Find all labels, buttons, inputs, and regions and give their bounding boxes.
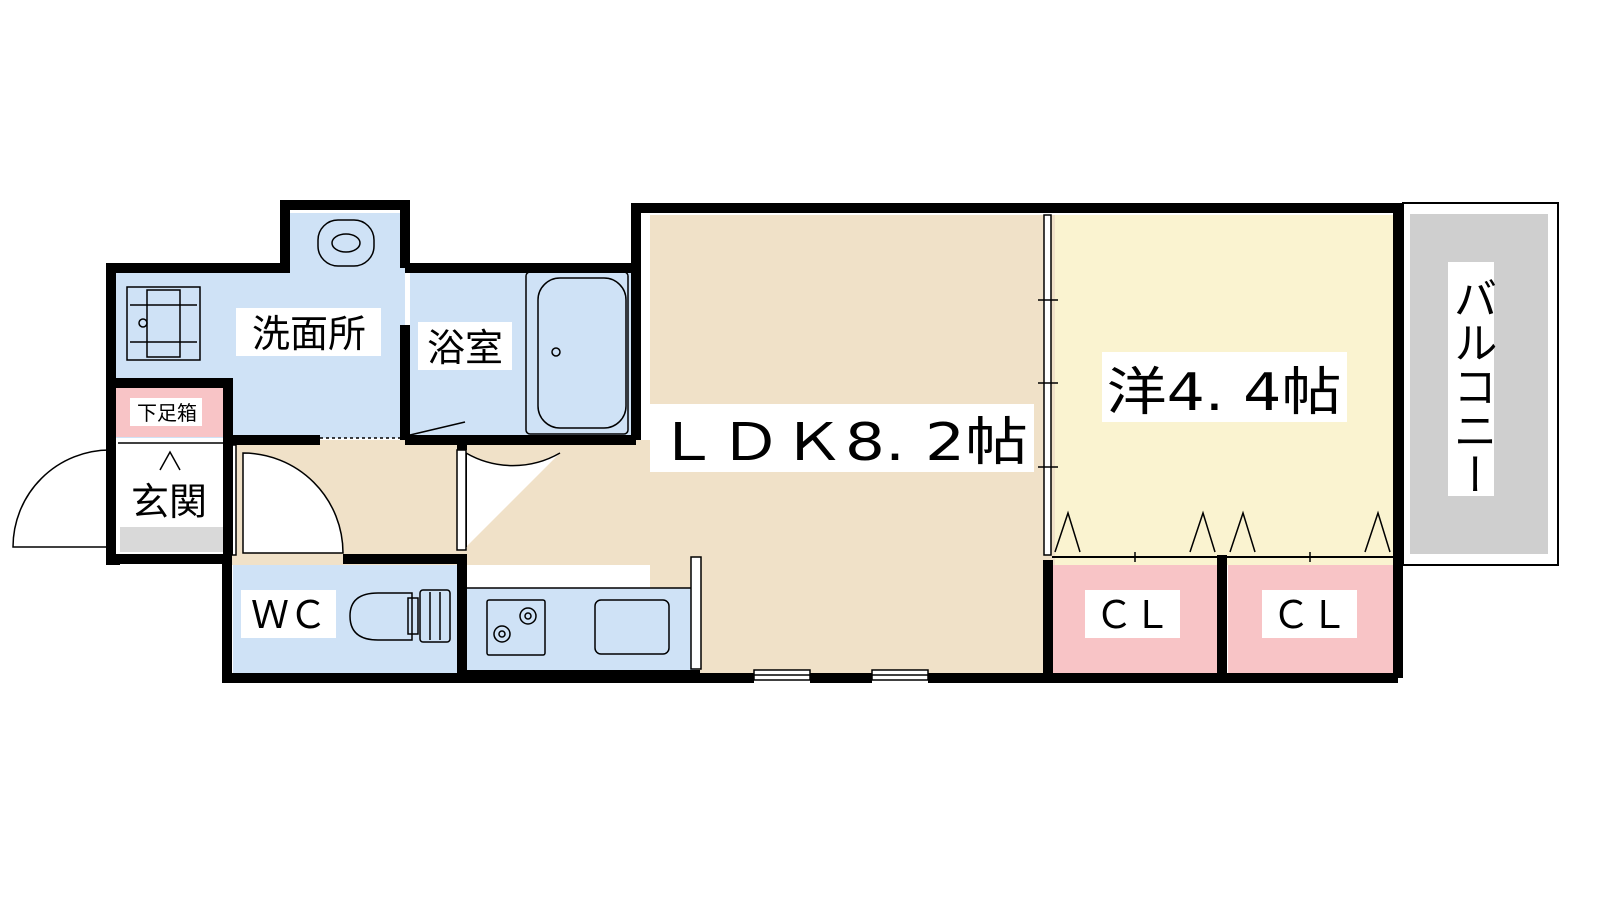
closet-door [1189, 510, 1216, 553]
walls [106, 200, 1403, 683]
shoe-cabinet-wall [111, 378, 233, 440]
burner-icon [519, 607, 537, 625]
bathtub-inner [537, 277, 627, 429]
washroom-label: 洗面所 [252, 312, 366, 356]
closet-door [1229, 510, 1256, 553]
washing-machine-pan [126, 286, 201, 361]
room-labels: ＬＤＫ8. 2帖 洋4. 4帖 バルコニー 洗面所 浴室 玄関 下足箱 ＷＣ Ｃ… [131, 276, 1497, 637]
closet-door [1364, 510, 1391, 553]
washbasin [317, 219, 375, 267]
toilet-door [242, 452, 344, 554]
toilet-tank [419, 589, 451, 643]
entrance-door [12, 449, 111, 548]
closet-door [1054, 510, 1081, 553]
kitchen-floor [466, 588, 696, 673]
closet-2-label: ＣＬ [1272, 593, 1348, 637]
washbasin-bowl [331, 233, 361, 253]
ldk-door [465, 451, 561, 547]
entrance-label: 玄関 [131, 480, 207, 524]
bathroom-label: 浴室 [427, 326, 503, 370]
burner-icon [493, 625, 511, 643]
fixtures [12, 211, 1404, 681]
toilet-wall [343, 554, 467, 678]
label-backgrounds [121, 262, 1494, 638]
kitchen-sink [594, 599, 670, 655]
outer-wall-top [631, 203, 1403, 678]
toilet-bowl [349, 592, 413, 641]
drain-icon [138, 318, 148, 328]
stove [486, 599, 546, 656]
kitchen-partition [690, 556, 702, 670]
ldk-label: ＬＤＫ8. 2帖 [656, 413, 1028, 473]
western-room-label: 洋4. 4帖 [1107, 363, 1342, 423]
closet-1-label: ＣＬ [1095, 593, 1171, 637]
toilet-label: ＷＣ [251, 593, 327, 637]
entrance-step [120, 527, 225, 552]
balcony-label: バルコニー [1446, 276, 1497, 496]
sliding-door [1043, 214, 1052, 556]
shoe-cabinet-label: 下足箱 [137, 401, 197, 425]
